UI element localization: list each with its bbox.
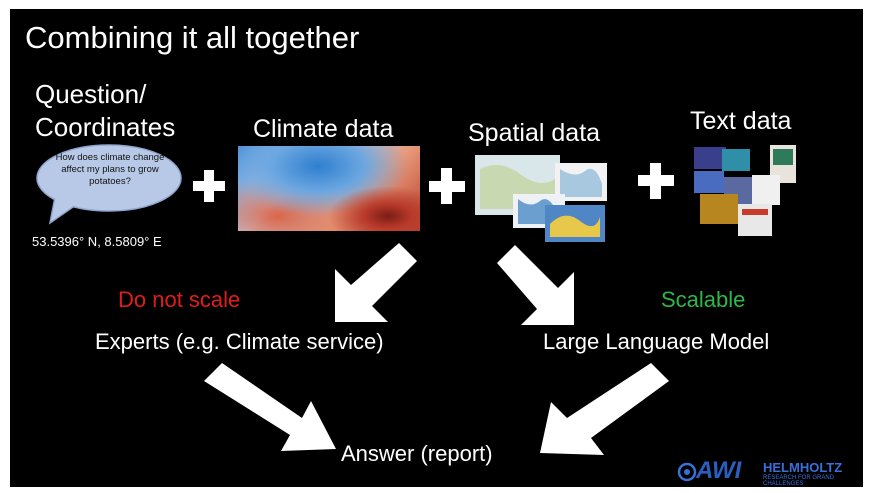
coordinates-text: 53.5396° N, 8.5809° E	[32, 234, 162, 249]
climate-map-image	[238, 146, 420, 231]
do-not-scale-label: Do not scale	[118, 287, 241, 312]
arrow-to-experts	[335, 243, 417, 322]
plus-icon-3	[638, 163, 674, 199]
awi-logo-icon	[677, 462, 697, 482]
text-data-thumbnails	[694, 145, 796, 236]
arrow-experts-to-answer	[204, 363, 336, 451]
spatial-data-label: Spatial data	[468, 119, 601, 147]
spatial-data-thumbnails	[475, 155, 607, 242]
arrow-to-llm	[497, 245, 574, 325]
plus-icon-2	[429, 168, 465, 204]
speech-bubble	[36, 144, 182, 225]
plus-icon-1	[193, 170, 225, 202]
answer-node: Answer (report)	[341, 441, 493, 466]
question-label-line1: Question/	[35, 79, 147, 109]
awi-logo-text: AWI	[696, 457, 742, 484]
helmholtz-logo-subtitle: RESEARCH FOR GRAND CHALLENGES	[763, 475, 835, 487]
diagram-graphics	[36, 144, 796, 455]
question-bubble-text: How does climate change affect my plans …	[55, 152, 165, 187]
experts-node: Experts (e.g. Climate service)	[95, 329, 384, 354]
llm-node: Large Language Model	[543, 329, 770, 354]
helmholtz-logo-text: HELMHOLTZ	[763, 460, 843, 475]
scalable-label: Scalable	[661, 287, 746, 312]
climate-data-label: Climate data	[253, 115, 394, 143]
arrow-llm-to-answer	[540, 363, 669, 455]
slide: Combining it all together Question/ Coor…	[10, 9, 863, 487]
question-label-line2: Coordinates	[35, 112, 176, 142]
text-data-label: Text data	[690, 107, 792, 135]
slide-title: Combining it all together	[25, 20, 360, 55]
